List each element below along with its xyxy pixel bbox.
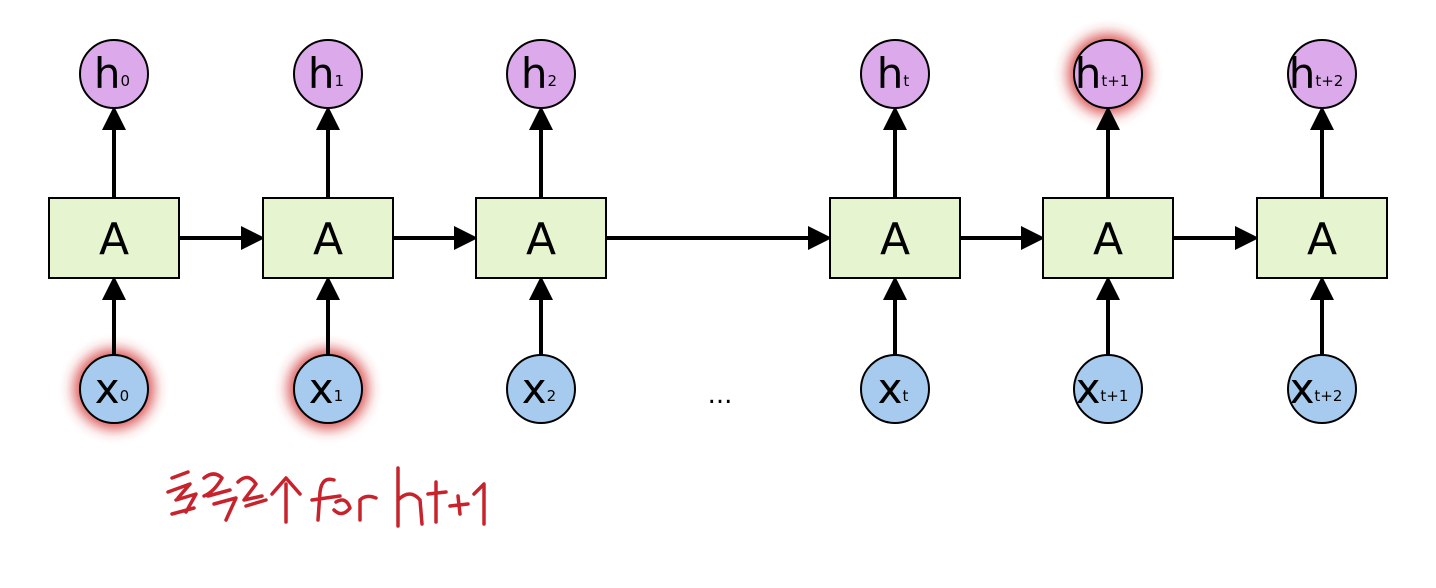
rnn-cell-label: A — [313, 214, 343, 265]
rnn-cell-box — [1256, 197, 1388, 279]
rnn-cell-label: A — [1307, 214, 1337, 265]
input-label: x1 — [309, 364, 343, 413]
hidden-state-node — [1287, 39, 1357, 109]
rnn-cell-box — [475, 197, 607, 279]
hidden-state-label: ht — [877, 49, 910, 98]
input-label: x2 — [522, 364, 556, 413]
hidden-state-node — [79, 39, 149, 109]
rnn-cell-box — [262, 197, 394, 279]
rnn-cell-box — [48, 197, 180, 279]
rnn-cell-label: A — [526, 214, 556, 265]
hidden-state-label: ht+1 — [1075, 49, 1130, 98]
rnn-cell-label: A — [99, 214, 129, 265]
input-label: xt+1 — [1076, 364, 1129, 413]
handwritten-annotation — [166, 466, 486, 528]
input-node — [860, 354, 930, 424]
hidden-state-node — [506, 39, 576, 109]
hidden-state-label: ht+2 — [1289, 49, 1344, 98]
input-node — [1287, 354, 1357, 424]
input-node — [79, 354, 149, 424]
input-label: xt+2 — [1290, 364, 1343, 413]
input-label: x0 — [95, 364, 129, 413]
hidden-state-node — [1073, 39, 1143, 109]
hidden-state-node — [860, 39, 930, 109]
rnn-cell-label: A — [1093, 214, 1123, 265]
input-node — [293, 354, 363, 424]
hidden-state-node — [293, 39, 363, 109]
hidden-state-label: h2 — [521, 49, 557, 98]
rnn-cell-label: A — [880, 214, 910, 265]
input-label: xt — [878, 364, 909, 413]
hidden-state-label: h0 — [94, 49, 130, 98]
rnn-cell-box — [829, 197, 961, 279]
input-node — [506, 354, 576, 424]
sequence-gap-ellipsis: ... — [708, 380, 733, 410]
hidden-state-label: h1 — [308, 49, 344, 98]
rnn-cell-box — [1042, 197, 1174, 279]
input-node — [1073, 354, 1143, 424]
